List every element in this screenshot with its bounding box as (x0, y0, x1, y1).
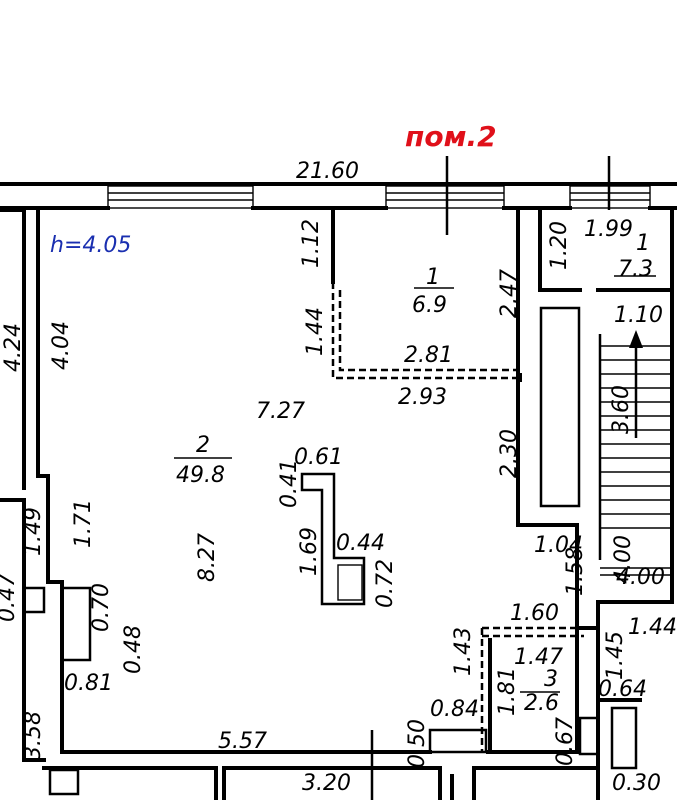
window-2 (385, 185, 505, 209)
dim-2-47: 2.47 (497, 269, 522, 318)
ceiling-height-label: h=4.05 (50, 233, 131, 258)
dim-3-60: 3.60 (609, 385, 634, 434)
dim-0-67: 0.67 (553, 717, 578, 766)
dim-7-27: 7.27 (256, 399, 305, 424)
dim-1-81: 1.81 (495, 667, 520, 716)
dim-2-30: 2.30 (497, 429, 522, 478)
dim-21-60: 21.60 (296, 159, 359, 184)
dim-1-43: 1.43 (451, 627, 476, 676)
room-1a-area: 6.9 (412, 293, 447, 318)
dim-0-84: 0.84 (430, 697, 479, 722)
dim-1-49: 1.49 (21, 507, 46, 556)
dim-0-81: 0.81 (64, 671, 113, 696)
room-3-number: 3 (544, 667, 558, 692)
dim-4-00a: 4.00 (611, 535, 636, 584)
dim-3-58: 3.58 (21, 711, 46, 760)
dim-1-71: 1.71 (71, 499, 96, 548)
room-1a-partition (331, 282, 518, 380)
room-3-walls (428, 626, 600, 756)
dim-0-41: 0.41 (277, 459, 302, 508)
dim-1-99: 1.99 (584, 217, 633, 242)
dim-1-12: 1.12 (299, 219, 324, 268)
dim-2-81: 2.81 (404, 343, 453, 368)
elevator-shaft (539, 306, 581, 508)
dim-1-44b: 1.44 (628, 615, 677, 640)
dim-1-47: 1.47 (514, 645, 563, 670)
dim-2-93: 2.93 (398, 385, 447, 410)
room-1b-area: 7.3 (618, 257, 653, 282)
stair-room-walls (538, 206, 674, 800)
dim-1-44a: 1.44 (303, 307, 328, 356)
room-2-area: 49.8 (176, 463, 225, 488)
dim-0-50: 0.50 (405, 719, 430, 768)
dim-1-58: 1.58 (563, 547, 588, 596)
dim-1-69: 1.69 (297, 527, 322, 576)
room-1b-number: 1 (636, 231, 650, 256)
dim-5-57: 5.57 (218, 729, 267, 754)
stair-riser-ticks (600, 567, 672, 576)
dim-0-72: 0.72 (373, 559, 398, 608)
room-2-number: 2 (196, 433, 210, 458)
room-1a-number: 1 (426, 265, 440, 290)
dim-0-30: 0.30 (612, 771, 661, 796)
dim-4-04: 4.04 (49, 321, 74, 370)
dim-4-00b: 4.00 (616, 565, 665, 590)
exterior-wall-left (0, 208, 46, 762)
dim-0-47: 0.47 (0, 573, 20, 622)
right-lower-niche (598, 698, 642, 770)
dim-4-24: 4.24 (1, 323, 26, 372)
dim-0-48: 0.48 (121, 625, 146, 674)
dim-0-70: 0.70 (89, 583, 114, 632)
lower-walls (42, 730, 600, 800)
dim-1-60: 1.60 (510, 601, 559, 626)
dim-1-10: 1.10 (614, 303, 663, 328)
dim-0-61: 0.61 (294, 445, 343, 470)
dim-0-64: 0.64 (598, 677, 647, 702)
leader-lines (174, 156, 656, 693)
room-1a-walls (331, 206, 579, 630)
dim-3-20: 3.20 (302, 771, 351, 796)
column (300, 472, 366, 606)
exterior-wall-top (0, 182, 677, 210)
dim-8-27: 8.27 (195, 533, 220, 582)
stair-arrow (629, 330, 643, 438)
window-1 (107, 185, 254, 209)
room-3-area: 2.6 (524, 691, 559, 716)
premise-label: пом.2 (405, 120, 497, 153)
dim-1-04: 1.04 (534, 533, 583, 558)
dim-1-20: 1.20 (547, 221, 572, 270)
left-niche (22, 586, 92, 662)
dim-0-44: 0.44 (336, 531, 385, 556)
dim-1-45: 1.45 (603, 631, 628, 680)
